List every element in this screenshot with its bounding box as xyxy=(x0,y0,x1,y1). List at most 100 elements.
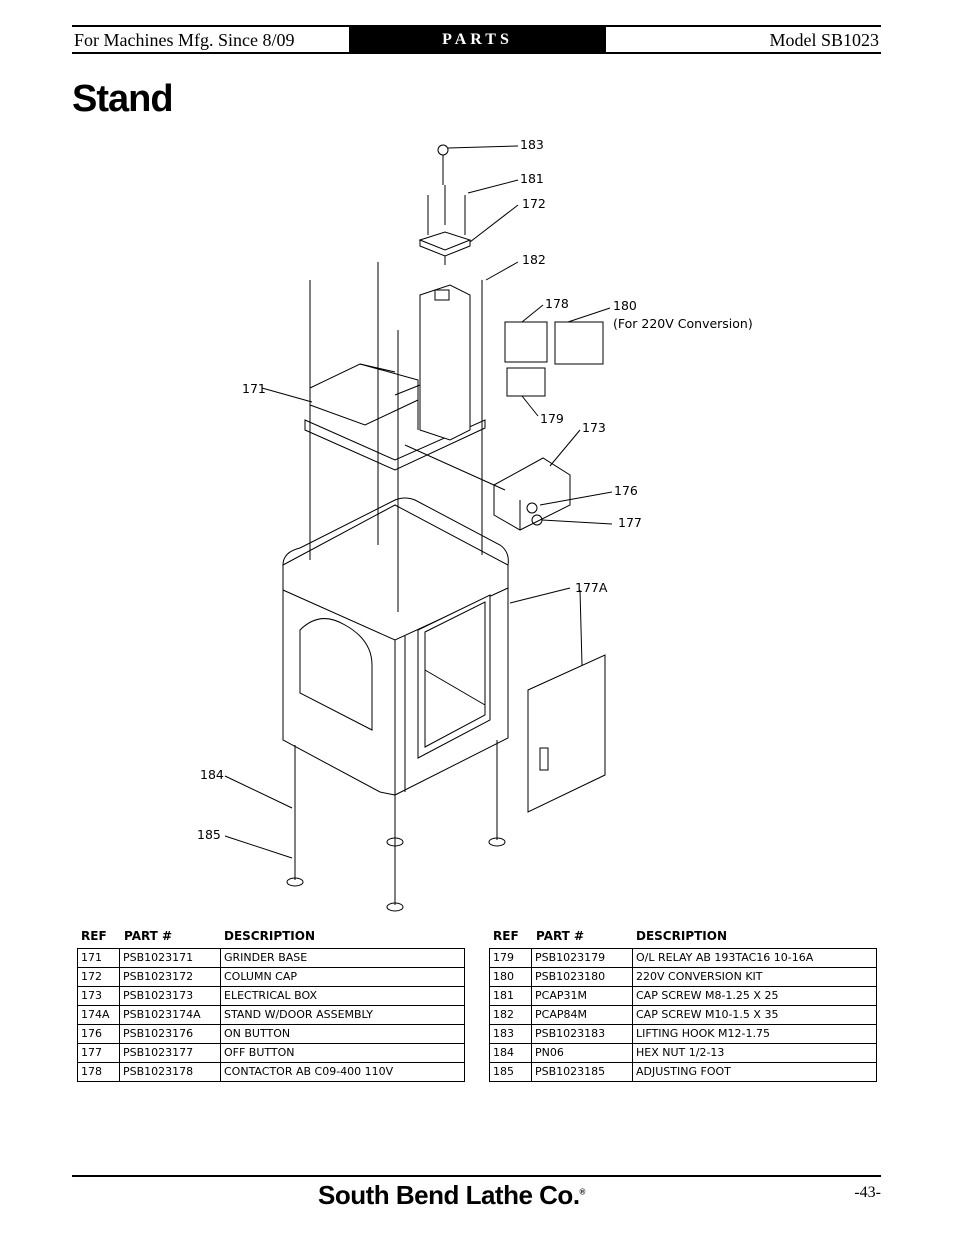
cell-ref: 182 xyxy=(490,1006,532,1024)
header-rule-bottom xyxy=(72,52,881,54)
column xyxy=(394,284,471,441)
cell-ref: 180 xyxy=(490,968,532,986)
header-machines-note: For Machines Mfg. Since 8/09 xyxy=(74,30,295,50)
adjusting-feet xyxy=(286,740,506,912)
cell-part: PSB1023173 xyxy=(120,987,221,1005)
cell-desc: ON BUTTON xyxy=(224,1027,291,1040)
electrical-box xyxy=(404,444,571,531)
callout-176: 176 xyxy=(614,483,638,498)
callout-171: 171 xyxy=(242,381,266,396)
cell-desc: CONTACTOR AB C09-400 110V xyxy=(224,1065,394,1078)
stand-cabinet xyxy=(282,497,509,796)
cell-ref: 183 xyxy=(490,1025,532,1043)
cell-desc: OFF BUTTON xyxy=(224,1046,295,1059)
cell-desc: STAND W/DOOR ASSEMBLY xyxy=(224,1008,373,1021)
column-cap xyxy=(418,231,472,265)
header-ref: REF xyxy=(493,929,519,943)
header-desc: DESCRIPTION xyxy=(636,929,728,943)
cell-ref: 171 xyxy=(78,949,120,967)
callout-178: 178 xyxy=(545,296,569,311)
cell-desc: HEX NUT 1/2-13 xyxy=(636,1046,725,1059)
brand-logo: South Bend Lathe Co.® xyxy=(318,1180,585,1211)
cell-desc: GRINDER BASE xyxy=(224,951,308,964)
cell-part: PSB1023177 xyxy=(120,1044,221,1062)
callout-181: 181 xyxy=(520,171,544,186)
cell-ref: 177 xyxy=(78,1044,120,1062)
exploded-parts-diagram: 183 181 172 182 178 180 (For 220V Conver… xyxy=(197,137,753,912)
cell-ref: 173 xyxy=(78,987,120,1005)
footer-rule xyxy=(72,1175,881,1177)
header-part: PART # xyxy=(124,929,173,943)
callout-180: 180 xyxy=(613,298,637,313)
cell-part: PSB1023178 xyxy=(120,1063,221,1081)
cell-part: PN06 xyxy=(532,1044,633,1062)
header-rule-top xyxy=(72,25,881,27)
cell-ref: 172 xyxy=(78,968,120,986)
contactors xyxy=(504,321,604,397)
cell-desc: LIFTING HOOK M12-1.75 xyxy=(636,1027,770,1040)
header-desc: DESCRIPTION xyxy=(224,929,316,943)
callout-183: 183 xyxy=(520,137,544,152)
header-model: Model SB1023 xyxy=(769,30,879,50)
callout-177: 177 xyxy=(618,515,642,530)
header-section-label: PARTS xyxy=(349,27,606,52)
table-header: REF PART # DESCRIPTION xyxy=(489,928,877,948)
cell-desc: CAP SCREW M8-1.25 X 25 xyxy=(636,989,779,1002)
cell-ref: 184 xyxy=(490,1044,532,1062)
page-header: For Machines Mfg. Since 8/09 PARTS Model… xyxy=(72,25,881,55)
page-number: -43- xyxy=(854,1184,881,1201)
cell-part: PCAP84M xyxy=(532,1006,633,1024)
cell-ref: 185 xyxy=(490,1063,532,1081)
callout-185: 185 xyxy=(197,827,221,842)
brand-name: South Bend Lathe Co. xyxy=(318,1180,580,1210)
cell-part: PCAP31M xyxy=(532,987,633,1005)
leader-lines xyxy=(224,145,613,859)
registered-mark: ® xyxy=(579,1187,586,1197)
callout-180-note: (For 220V Conversion) xyxy=(613,316,753,331)
header-ref: REF xyxy=(81,929,107,943)
cell-ref: 179 xyxy=(490,949,532,967)
fasteners xyxy=(309,144,483,612)
header-part: PART # xyxy=(536,929,585,943)
cell-ref: 181 xyxy=(490,987,532,1005)
callout-182: 182 xyxy=(522,252,546,267)
cell-desc: CAP SCREW M10-1.5 X 35 xyxy=(636,1008,779,1021)
cell-part: PSB1023171 xyxy=(120,949,221,967)
callout-177A: 177A xyxy=(575,580,608,595)
cell-ref: 178 xyxy=(78,1063,120,1081)
callout-172: 172 xyxy=(522,196,546,211)
cell-desc: ADJUSTING FOOT xyxy=(636,1065,731,1078)
door xyxy=(527,654,606,813)
table-header: REF PART # DESCRIPTION xyxy=(77,928,465,948)
page-title: Stand xyxy=(72,78,174,120)
callout-179: 179 xyxy=(540,411,564,426)
cell-desc: ELECTRICAL BOX xyxy=(224,989,317,1002)
cell-part: PSB1023180 xyxy=(532,968,633,986)
cell-desc: O/L RELAY AB 193TAC16 10-16A xyxy=(636,951,814,964)
cell-part: PSB1023183 xyxy=(532,1025,633,1043)
cell-desc: COLUMN CAP xyxy=(224,970,298,983)
cell-part: PSB1023179 xyxy=(532,949,633,967)
cell-desc: 220V CONVERSION KIT xyxy=(636,970,763,983)
cell-part: PSB1023174A xyxy=(120,1006,221,1024)
callout-184: 184 xyxy=(200,767,224,782)
cell-part: PSB1023176 xyxy=(120,1025,221,1043)
cell-part: PSB1023185 xyxy=(532,1063,633,1081)
